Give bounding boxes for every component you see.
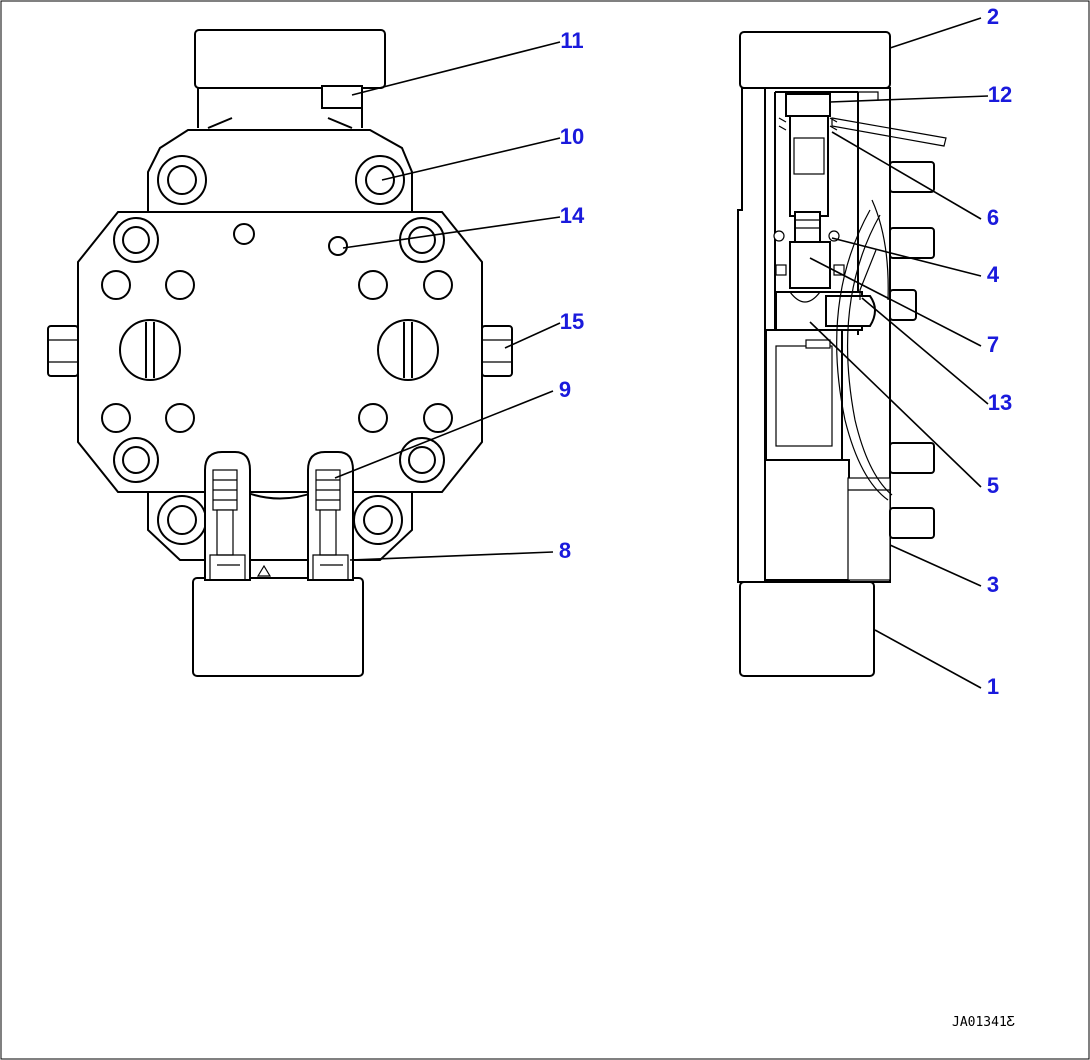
figure-reference: JA01341Ƹ xyxy=(952,1015,1015,1030)
warning-icon xyxy=(256,564,272,577)
leader-line-6 xyxy=(831,131,982,220)
callout-label-10: 10 xyxy=(560,124,584,149)
leader-line-8 xyxy=(349,551,554,561)
callout-label-8: 8 xyxy=(559,538,571,563)
callout-label-15: 15 xyxy=(560,309,584,334)
spring-coils xyxy=(778,117,838,131)
spool-cap xyxy=(785,93,831,117)
leader-line-12 xyxy=(829,95,989,103)
front-bottom-cap xyxy=(192,577,364,677)
front-top-flange xyxy=(147,129,413,213)
front-small-holes xyxy=(101,223,453,433)
side-plug-hex-lines xyxy=(48,339,512,363)
leader-line-3 xyxy=(889,544,982,587)
side-bottom-cap xyxy=(739,581,875,677)
leader-line-1 xyxy=(874,629,982,689)
callout-label-5: 5 xyxy=(987,473,999,498)
leader-line-2 xyxy=(889,17,982,49)
front-ports xyxy=(119,319,439,381)
leader-line-10 xyxy=(381,137,561,181)
front-bolts xyxy=(113,155,445,545)
leader-line-7 xyxy=(809,257,982,347)
front-neck-marks xyxy=(207,117,353,129)
leader-line-15 xyxy=(504,322,561,349)
leader-line-4 xyxy=(831,237,982,277)
leader-lines xyxy=(334,17,989,689)
leader-line-11 xyxy=(351,41,561,96)
callout-label-3: 3 xyxy=(987,572,999,597)
leader-line-13 xyxy=(861,297,989,405)
spool-connector xyxy=(794,211,821,243)
leader-line-14 xyxy=(342,216,561,249)
front-right-side-plug xyxy=(481,325,513,377)
front-view xyxy=(47,29,513,677)
side-solenoid xyxy=(764,459,850,581)
leader-line-9 xyxy=(334,390,554,479)
side-view xyxy=(737,31,947,677)
callout-label-7: 7 xyxy=(987,332,999,357)
callout-label-14: 14 xyxy=(560,203,585,228)
drain-tube xyxy=(831,117,947,147)
passage-curve-2 xyxy=(846,214,893,496)
front-top-cap xyxy=(194,29,386,89)
callout-label-11: 11 xyxy=(560,28,583,53)
callout-label-12: 12 xyxy=(988,82,1012,107)
front-solenoid-left xyxy=(204,451,251,581)
side-top-cap xyxy=(739,31,891,89)
callout-labels: 11 10 14 15 9 8 2 12 6 4 7 13 5 3 1 xyxy=(559,4,1012,699)
callout-label-9: 9 xyxy=(559,377,571,402)
callout-label-4: 4 xyxy=(987,262,1000,287)
front-solenoid-right xyxy=(307,451,354,581)
passage-curve-1 xyxy=(836,209,889,501)
callout-label-13: 13 xyxy=(988,390,1012,415)
callout-label-1: 1 xyxy=(987,674,999,699)
leader-line-5 xyxy=(809,321,982,488)
callout-label-6: 6 xyxy=(987,205,999,230)
side-bolts xyxy=(889,161,935,539)
front-plug xyxy=(321,85,363,109)
front-left-side-plug xyxy=(47,325,79,377)
callout-label-2: 2 xyxy=(987,4,999,29)
